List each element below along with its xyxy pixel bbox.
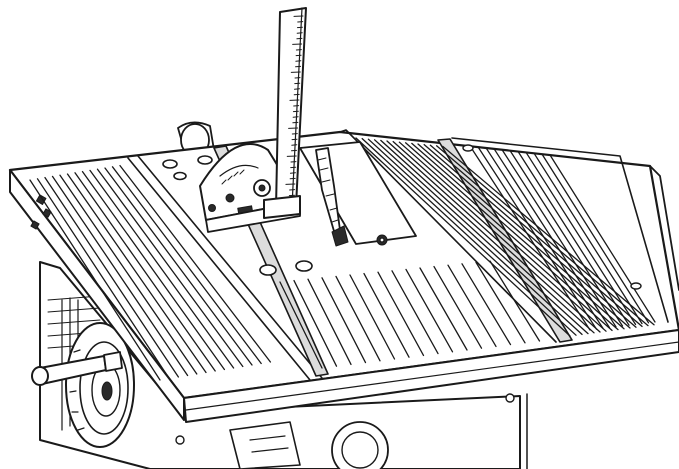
table-saw-illustration [0,0,679,469]
table-saw-drawing [0,0,679,469]
